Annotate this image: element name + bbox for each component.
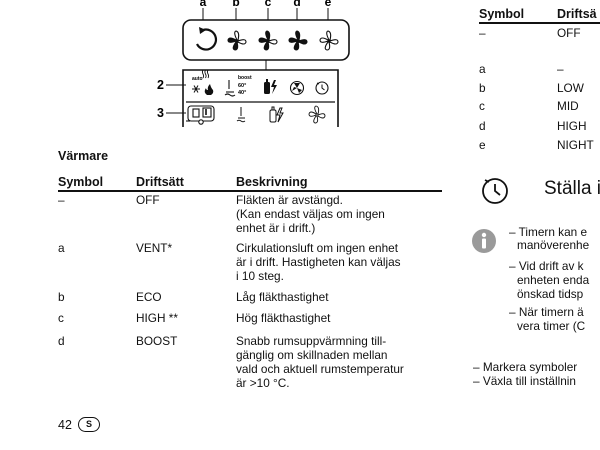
temp-40-label: 40° — [238, 90, 246, 96]
right-row-symbol: c — [479, 99, 485, 113]
letter-b: b — [232, 0, 239, 9]
fan-eco-icon — [227, 30, 247, 51]
row-description: Hög fläkthastighet — [236, 311, 331, 325]
right-row-mode: MID — [557, 99, 579, 113]
row-symbol: – — [58, 193, 65, 207]
row-mode: OFF — [136, 193, 160, 207]
right-row-symbol: b — [479, 81, 486, 95]
right-row-symbol: d — [479, 119, 486, 133]
row-symbol: d — [58, 334, 65, 348]
timer-note-line: – Timern kan e — [509, 225, 588, 239]
fan-setting-icon — [289, 80, 305, 96]
row-symbol: c — [58, 311, 64, 325]
display-panel — [182, 69, 339, 127]
gas-bottle-outline-icon — [269, 106, 284, 123]
control-panel-diagram: a b c d e — [157, 0, 350, 127]
gas-electric-icon — [264, 79, 277, 94]
right-row-mode: NIGHT — [557, 138, 594, 152]
right-row-symbol: a — [479, 62, 486, 76]
fan-outline-icon — [308, 105, 326, 124]
row-mode: ECO — [136, 290, 162, 304]
letter-d: d — [293, 0, 300, 9]
timer-step-line: – Markera symboler — [473, 360, 578, 374]
callout-2: 2 — [157, 78, 164, 92]
fan-high-icon — [258, 30, 278, 51]
timer-note-line: – Vid drift av k — [509, 259, 584, 273]
row-mode: BOOST — [136, 334, 178, 348]
row-description: Snabb rumsuppvärmning till- gänglig om s… — [236, 334, 404, 390]
letter-c: c — [265, 0, 272, 9]
fan-boost-icon — [288, 30, 308, 51]
temp-60-label: 60° — [238, 83, 246, 89]
callout-3: 3 — [157, 106, 164, 120]
heater-section-title: Värmare — [58, 149, 109, 163]
header-symbol: Symbol — [58, 175, 104, 189]
water-heater-icon — [224, 80, 236, 97]
flame-icon — [204, 84, 214, 95]
right-row-mode: – — [557, 62, 564, 76]
timer-note-line: vera timer (C — [517, 319, 586, 333]
row-description: Cirkulationsluft om ingen enhet är i dri… — [236, 241, 401, 283]
row-mode: HIGH ** — [136, 311, 178, 325]
info-icon — [472, 229, 496, 253]
boost-label: boost — [238, 75, 252, 81]
row-description: Låg fläkthastighet — [236, 290, 329, 304]
timer-note-line: manöverenhe — [517, 238, 590, 252]
header-mode: Driftsätt — [136, 175, 184, 189]
row-symbol: b — [58, 290, 65, 304]
timer-note-line: önskad tidsp — [517, 287, 584, 301]
right-header-symbol: Symbol — [479, 7, 525, 21]
row-symbol: a — [58, 241, 65, 255]
right-header-mode: Driftsä — [557, 7, 597, 21]
timer-note-line: enheten enda — [517, 273, 590, 287]
caravan-icon — [186, 105, 215, 125]
heat-waves-icon — [201, 69, 210, 79]
auto-label: auto — [192, 76, 203, 82]
snowflake-icon — [192, 85, 200, 93]
page-number: 42 — [58, 418, 72, 432]
header-description: Beskrivning — [236, 175, 308, 189]
right-row-symbol: – — [479, 26, 486, 40]
right-row-symbol: e — [479, 138, 486, 152]
table-header-rule — [58, 190, 442, 192]
timer-heading-icon — [482, 178, 508, 204]
row-mode: VENT* — [136, 241, 173, 255]
right-table-rule — [479, 22, 600, 24]
cycle-arrow-icon — [196, 27, 218, 51]
letter-a: a — [200, 0, 207, 9]
fan-night-icon — [319, 30, 339, 51]
timer-note-line: – När timern ä — [509, 305, 584, 319]
timer-icon — [315, 81, 329, 95]
timer-section-title: Ställa i — [544, 178, 600, 199]
water-heating-icon — [236, 107, 246, 123]
row-description: Fläkten är avstängd. (Kan endast väljas … — [236, 193, 385, 235]
right-row-mode: OFF — [557, 26, 581, 40]
right-row-mode: LOW — [557, 81, 584, 95]
timer-step-line: – Växla till inställnin — [473, 374, 576, 388]
country-code-badge: S — [78, 417, 100, 432]
right-row-mode: HIGH — [557, 119, 587, 133]
letter-e: e — [325, 0, 332, 9]
